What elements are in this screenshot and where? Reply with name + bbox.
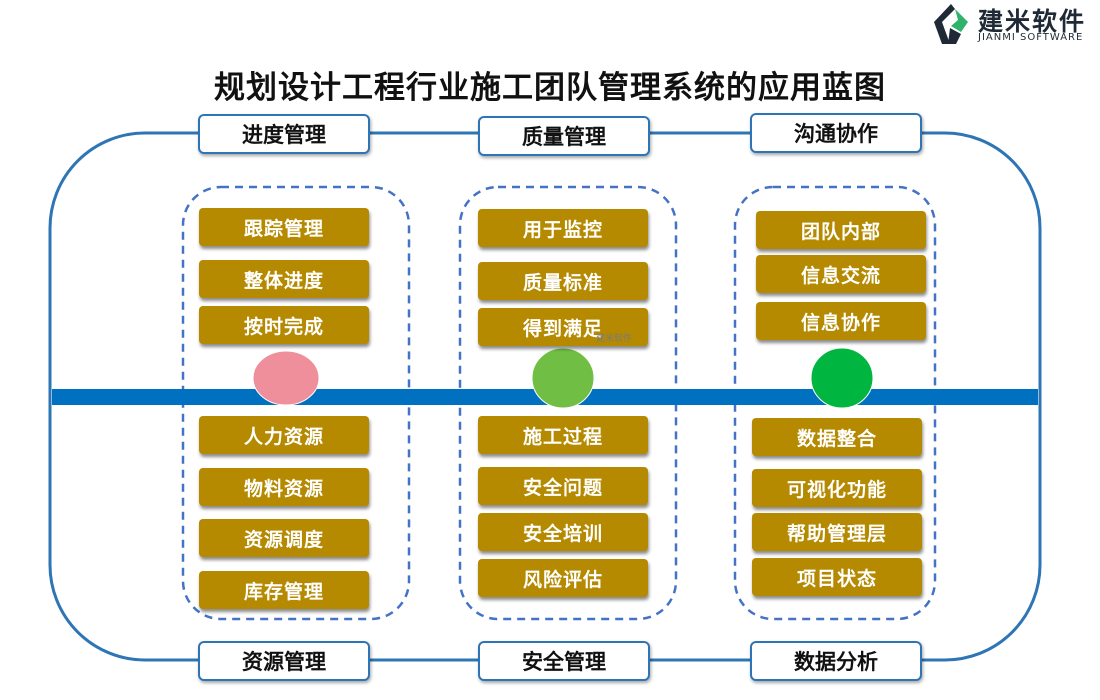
item-within-team: 团队内部: [756, 211, 926, 249]
label-resource-management: 资源管理: [198, 641, 370, 681]
page-title: 规划设计工程行业施工团队管理系统的应用蓝图: [214, 70, 886, 106]
item-help-management: 帮助管理层: [752, 513, 922, 551]
column-dashed-box-2: [458, 185, 678, 621]
item-material-resources: 物料资源: [199, 468, 369, 506]
item-information-exchange: 信息交流: [756, 255, 926, 293]
watermark: 建米软件: [596, 334, 633, 344]
item-project-status: 项目状态: [752, 558, 922, 596]
label-quality-management: 质量管理: [478, 116, 650, 156]
item-information-collaboration: 信息协作: [756, 302, 926, 340]
item-human-resources: 人力资源: [199, 416, 369, 454]
timeline-dot-lightgreen: [531, 347, 595, 409]
item-inventory-management: 库存管理: [199, 571, 369, 609]
item-safety-training: 安全培训: [478, 513, 648, 551]
item-requirements-met: 得到满足: [478, 308, 648, 346]
timeline-dot-pink: [252, 350, 320, 406]
jianmi-logo-icon: [934, 4, 968, 44]
logo-subtitle: JIANMI SOFTWARE: [978, 32, 1084, 43]
label-safety-management: 安全管理: [478, 641, 650, 681]
item-safety-issues: 安全问题: [478, 467, 648, 505]
item-tracking-management: 跟踪管理: [199, 208, 369, 246]
column-dashed-box-3: [733, 185, 937, 621]
item-visualization-features: 可视化功能: [752, 469, 922, 507]
logo-name: 建米软件: [978, 7, 1087, 36]
label-communication-collaboration: 沟通协作: [750, 113, 922, 153]
item-risk-assessment: 风险评估: [478, 559, 648, 597]
label-schedule-management: 进度管理: [198, 114, 370, 154]
item-for-monitoring: 用于监控: [478, 209, 648, 247]
item-construction-process: 施工过程: [478, 416, 648, 454]
label-data-analysis: 数据分析: [750, 641, 922, 681]
jianmi-logo: 建米软件 JIANMI SOFTWARE: [928, 2, 1098, 46]
item-resource-scheduling: 资源调度: [199, 519, 369, 557]
item-on-time-completion: 按时完成: [199, 306, 369, 344]
item-overall-progress: 整体进度: [199, 260, 369, 298]
item-data-integration: 数据整合: [752, 418, 922, 456]
item-quality-standards: 质量标准: [478, 262, 648, 300]
timeline-dot-green: [810, 347, 874, 409]
